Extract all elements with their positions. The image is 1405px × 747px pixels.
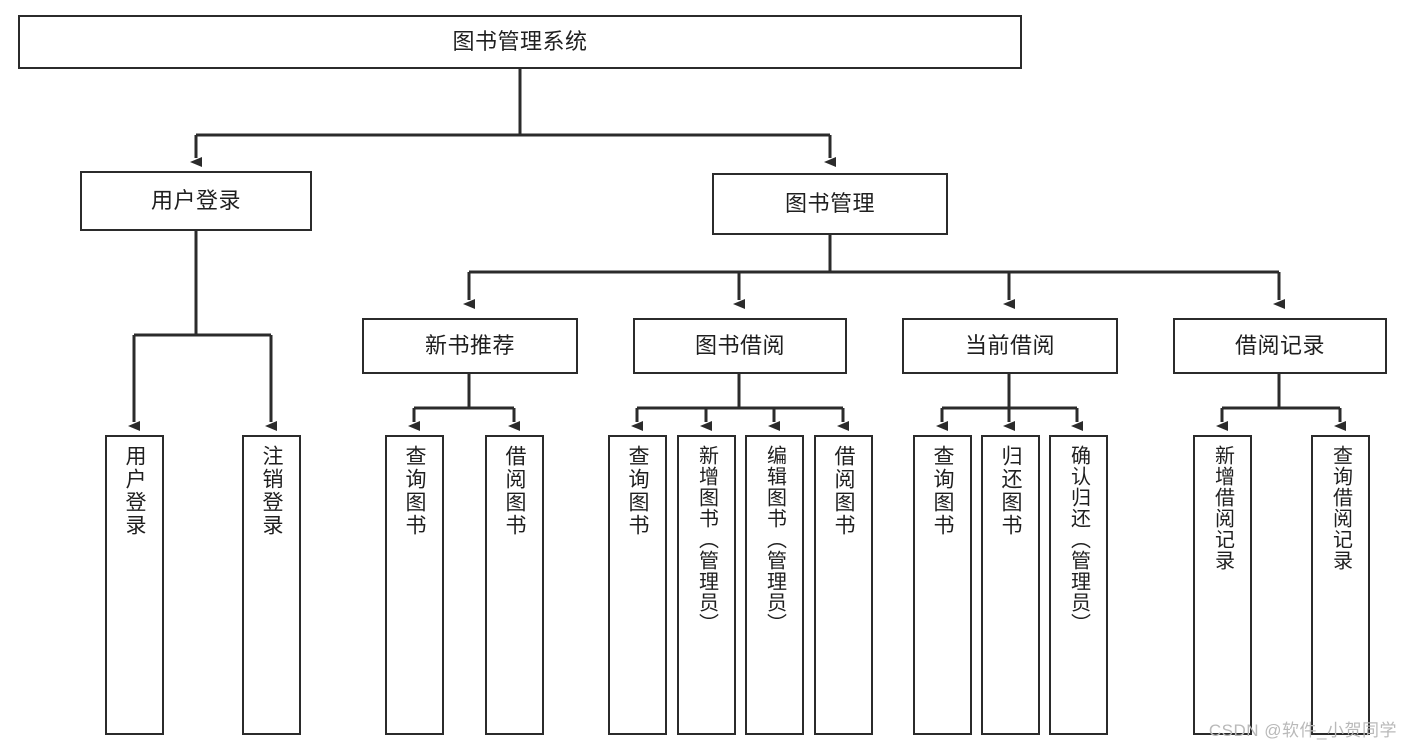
leaf-borrow-query-book[interactable]: 查询图书 bbox=[608, 435, 667, 735]
leaf-borrow-add-book-admin[interactable]: 新增图书（管理员） bbox=[677, 435, 736, 735]
node-borrow-record[interactable]: 借阅记录 bbox=[1173, 318, 1387, 374]
node-root-system[interactable]: 图书管理系统 bbox=[18, 15, 1022, 69]
node-user-login[interactable]: 用户登录 bbox=[80, 171, 312, 231]
node-label: 用户登录 bbox=[123, 445, 146, 537]
node-label: 图书管理系统 bbox=[452, 29, 588, 55]
leaf-current-query-book[interactable]: 查询图书 bbox=[913, 435, 972, 735]
leaf-borrow-borrow-book[interactable]: 借阅图书 bbox=[814, 435, 873, 735]
node-label: 编辑图书（管理员） bbox=[763, 445, 786, 634]
csdn-watermark: CSDN @软件_小贺同学 bbox=[1208, 721, 1397, 740]
node-label: 查询图书 bbox=[403, 445, 426, 537]
node-label: 用户登录 bbox=[150, 188, 241, 214]
node-label: 归还图书 bbox=[999, 445, 1022, 537]
node-book-borrow[interactable]: 图书借阅 bbox=[633, 318, 847, 374]
node-label: 查询图书 bbox=[931, 445, 954, 537]
node-label: 借阅图书 bbox=[503, 445, 526, 537]
leaf-recommend-borrow-book[interactable]: 借阅图书 bbox=[485, 435, 544, 735]
leaf-current-return-book[interactable]: 归还图书 bbox=[981, 435, 1040, 735]
node-label: 借阅图书 bbox=[832, 445, 855, 537]
node-label: 新书推荐 bbox=[424, 333, 515, 359]
node-label: 图书管理 bbox=[784, 191, 875, 217]
node-book-management[interactable]: 图书管理 bbox=[712, 173, 948, 235]
leaf-user-login-login[interactable]: 用户登录 bbox=[105, 435, 164, 735]
node-current-borrow[interactable]: 当前借阅 bbox=[902, 318, 1118, 374]
node-label: 注销登录 bbox=[260, 445, 283, 537]
leaf-user-login-logout[interactable]: 注销登录 bbox=[242, 435, 301, 735]
leaf-record-query-record[interactable]: 查询借阅记录 bbox=[1311, 435, 1370, 735]
leaf-current-confirm-return-admin[interactable]: 确认归还（管理员） bbox=[1049, 435, 1108, 735]
node-new-book-recommend[interactable]: 新书推荐 bbox=[362, 318, 578, 374]
node-label: 新增图书（管理员） bbox=[695, 445, 718, 634]
node-label: 借阅记录 bbox=[1234, 333, 1325, 359]
node-label: 图书借阅 bbox=[694, 333, 785, 359]
node-label: 新增借阅记录 bbox=[1211, 445, 1234, 571]
node-label: 确认归还（管理员） bbox=[1067, 445, 1090, 634]
leaf-recommend-query-book[interactable]: 查询图书 bbox=[385, 435, 444, 735]
node-label: 查询借阅记录 bbox=[1329, 445, 1352, 571]
leaf-borrow-edit-book-admin[interactable]: 编辑图书（管理员） bbox=[745, 435, 804, 735]
leaf-record-add-record[interactable]: 新增借阅记录 bbox=[1193, 435, 1252, 735]
node-label: 查询图书 bbox=[626, 445, 649, 537]
node-label: 当前借阅 bbox=[964, 333, 1055, 359]
